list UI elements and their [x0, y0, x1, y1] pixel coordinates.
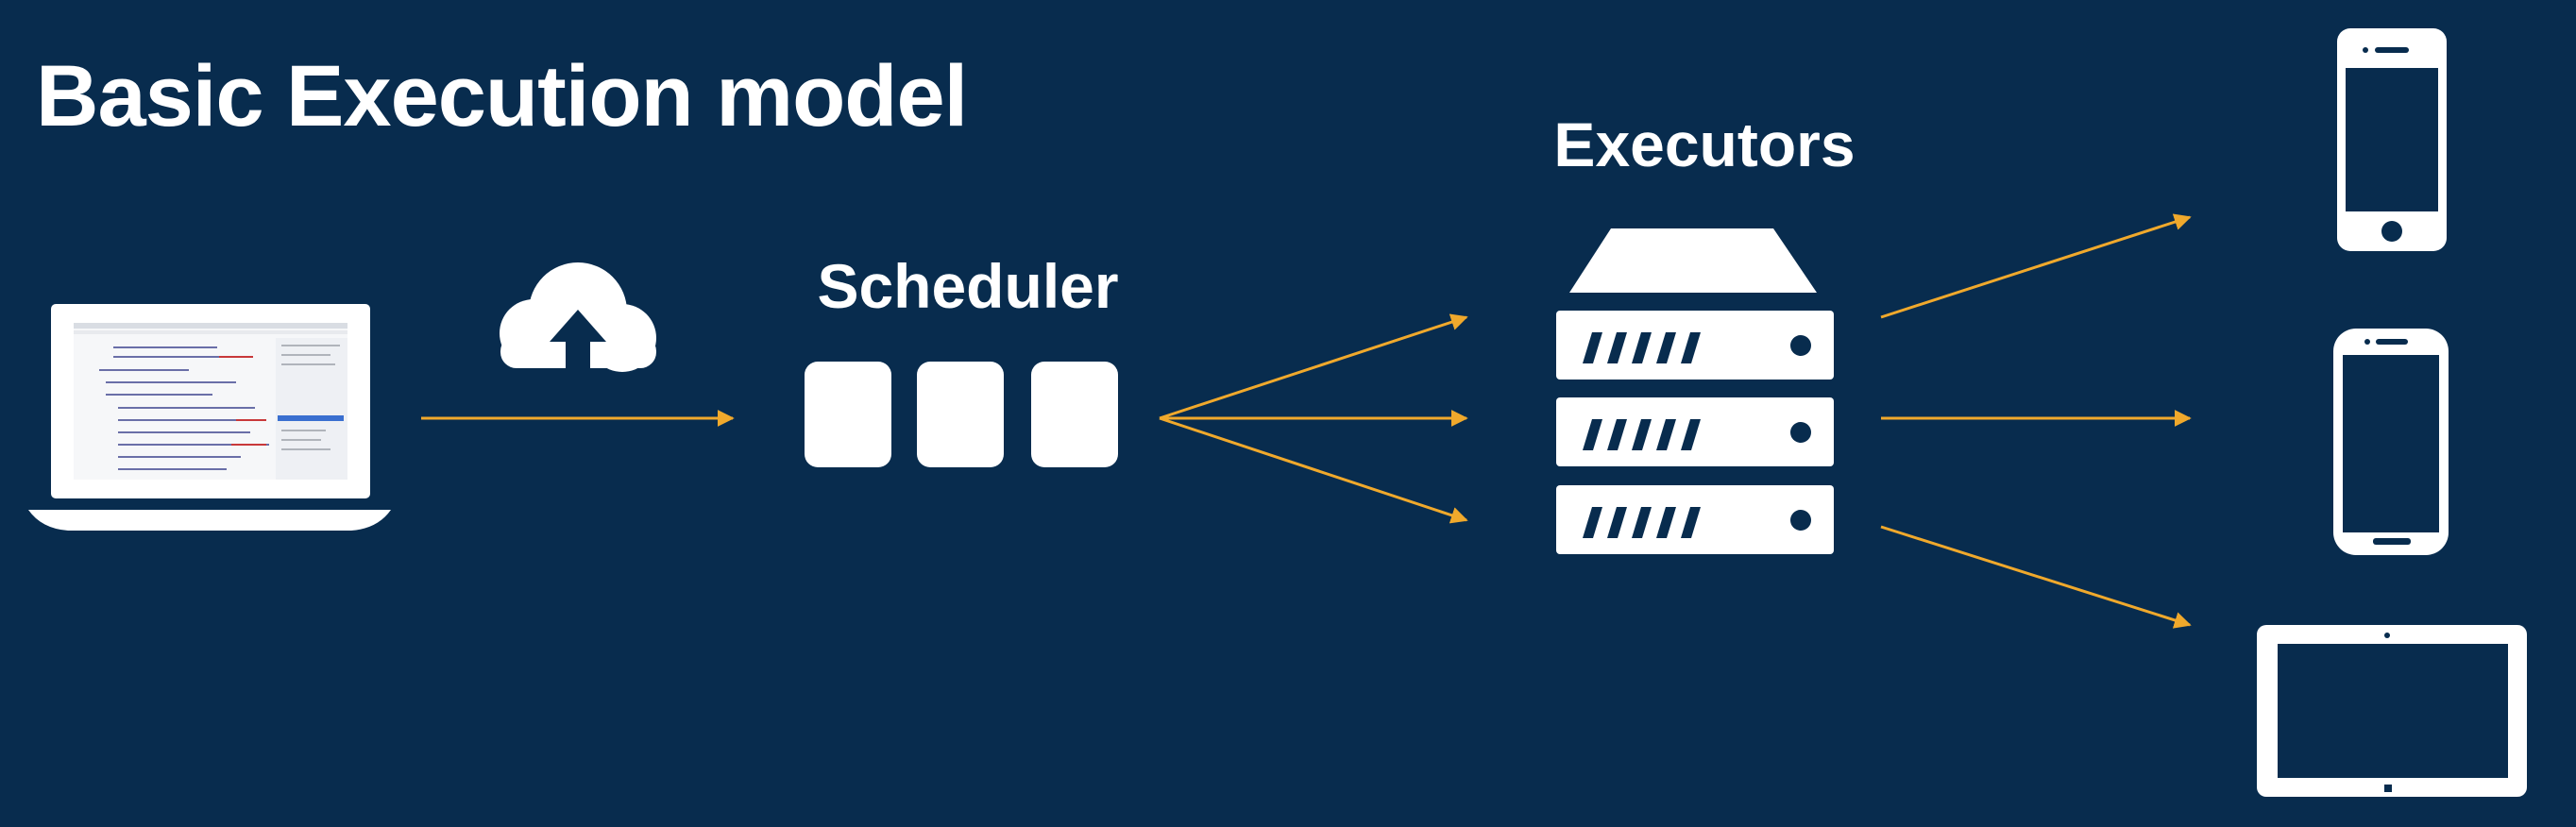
laptop-icon — [28, 304, 391, 531]
executors-label: Executors — [1553, 110, 1856, 179]
scheduler-label: Scheduler — [817, 251, 1119, 321]
tablet-icon — [2257, 625, 2527, 797]
dispatch-arrow — [1159, 313, 1468, 420]
device-arrow — [1880, 525, 2192, 629]
queue-block — [1031, 362, 1118, 467]
dispatch-arrow — [1159, 416, 1468, 524]
server-unit — [1556, 311, 1834, 380]
iphone-icon — [2337, 28, 2447, 251]
server-unit — [1556, 397, 1834, 466]
server-unit — [1556, 485, 1834, 554]
android-phone-icon — [2333, 329, 2449, 555]
scheduler-queue — [805, 362, 1118, 467]
server-stack-icon — [1556, 228, 1834, 554]
page-title: Basic Execution model — [36, 48, 968, 144]
queue-block — [917, 362, 1004, 467]
cloud-upload-icon — [500, 262, 656, 372]
device-arrow — [1880, 213, 2192, 319]
queue-block — [805, 362, 891, 467]
